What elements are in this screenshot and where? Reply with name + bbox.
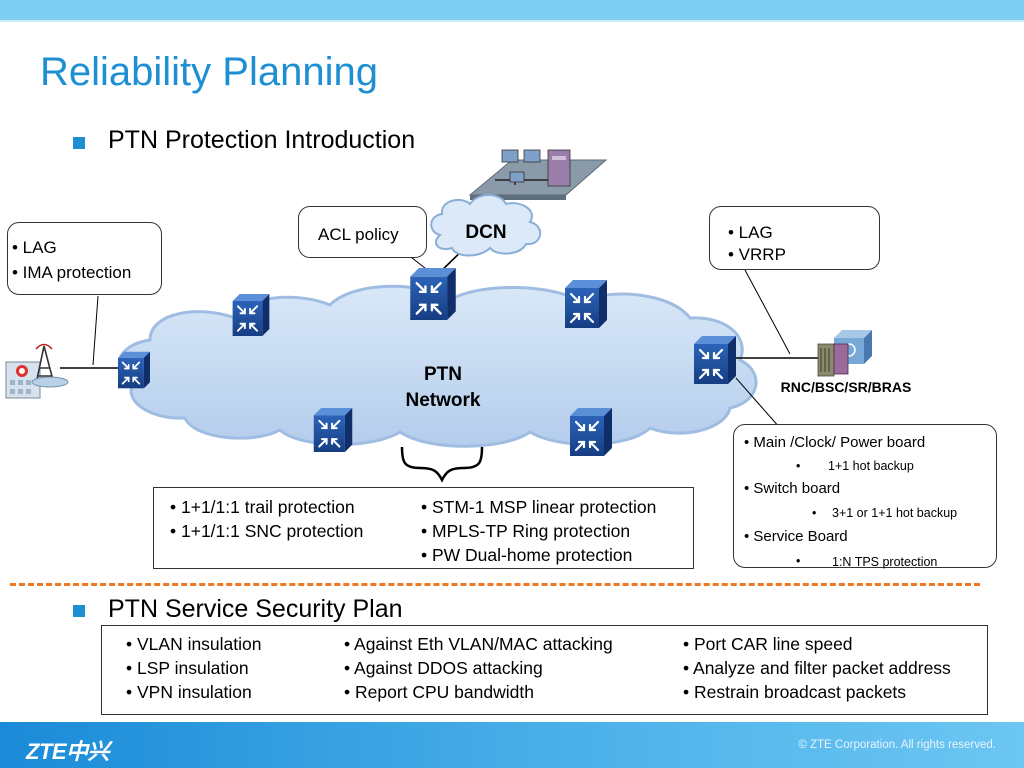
callout-right-top-line1: • LAG xyxy=(728,223,773,242)
sub-bullet: • xyxy=(796,554,801,568)
top-banner xyxy=(0,0,1024,20)
base-station-icon xyxy=(5,343,69,399)
callout-right-top-line2: • VRRP xyxy=(728,245,786,264)
security-item: • Against DDOS attacking xyxy=(344,658,543,678)
callout-left-line1: • LAG xyxy=(12,238,57,257)
top-banner-line xyxy=(0,20,1024,22)
heading-security: PTN Service Security Plan xyxy=(108,595,403,623)
square-bullet-icon xyxy=(73,605,85,617)
security-item: • Analyze and filter packet address xyxy=(683,658,951,678)
protection-item: • 1+1/1:1 SNC protection xyxy=(170,521,364,541)
callout-right-bottom: • Main /Clock/ Power board • 1+1 hot bac… xyxy=(733,424,997,569)
board-main-label: • Main /Clock/ Power board xyxy=(744,434,926,451)
dcn-cloud-icon xyxy=(430,194,541,257)
slide-title: Reliability Planning xyxy=(40,50,378,94)
switch-icon xyxy=(232,294,270,336)
board-service-label: • Service Board xyxy=(744,528,848,545)
cloud-label-line2: Network xyxy=(406,390,481,411)
dcn-server-network-icon xyxy=(468,149,608,200)
board-switch-label: • Switch board xyxy=(744,480,841,497)
switch-icon xyxy=(118,350,150,390)
security-item: • VPN insulation xyxy=(126,682,252,702)
board-service-sub: 1:N TPS protection xyxy=(832,555,938,569)
board-main-sub: 1+1 hot backup xyxy=(828,459,914,473)
section-divider xyxy=(10,583,980,586)
protection-item: • STM-1 MSP linear protection xyxy=(421,497,657,517)
copyright-text: © ZTE Corporation. All rights reserved. xyxy=(798,739,996,751)
callout-acl: ACL policy xyxy=(298,206,427,258)
protection-item: • 1+1/1:1 trail protection xyxy=(170,497,355,517)
brace-icon xyxy=(400,446,484,483)
protection-box: • 1+1/1:1 trail protection • 1+1/1:1 SNC… xyxy=(153,487,694,569)
rnc-equipment-icon xyxy=(817,330,872,377)
square-bullet-icon xyxy=(73,137,85,149)
zte-logo: ZTE中兴 xyxy=(26,739,110,764)
security-item: • Against Eth VLAN/MAC attacking xyxy=(344,634,613,654)
switch-icon xyxy=(313,408,353,452)
security-item: • Restrain broadcast packets xyxy=(683,682,907,702)
protection-item: • MPLS-TP Ring protection xyxy=(421,521,631,541)
callout-left-line2: • IMA protection xyxy=(12,263,132,282)
switch-icon xyxy=(570,408,612,456)
heading-protection: PTN Protection Introduction xyxy=(108,126,416,154)
switch-icon xyxy=(563,280,609,328)
security-box: • VLAN insulation • LSP insulation • VPN… xyxy=(101,625,988,715)
sub-bullet: • xyxy=(812,506,817,520)
cloud-label-line1: PTN xyxy=(424,364,462,385)
security-item: • Report CPU bandwidth xyxy=(344,682,534,702)
security-item: • Port CAR line speed xyxy=(683,634,853,654)
security-item: • VLAN insulation xyxy=(126,634,262,654)
sub-bullet: • xyxy=(796,459,801,473)
footer-bar xyxy=(0,722,1024,768)
switch-icon xyxy=(692,336,738,384)
rnc-label: RNC/BSC/SR/BRAS xyxy=(781,379,912,395)
protection-item: • PW Dual-home protection xyxy=(421,545,633,565)
callout-left: • LAG • IMA protection xyxy=(7,222,162,295)
security-item: • LSP insulation xyxy=(126,658,249,678)
board-switch-sub: 3+1 or 1+1 hot backup xyxy=(832,506,958,520)
dcn-label: DCN xyxy=(465,222,506,243)
callout-acl-text: ACL policy xyxy=(318,225,399,244)
callout-right-top: • LAG • VRRP xyxy=(709,206,880,270)
switch-icon xyxy=(410,268,456,320)
ptn-network-diagram: DCN RNC/BSC/SR/BRAS PTN Network xyxy=(5,149,912,483)
